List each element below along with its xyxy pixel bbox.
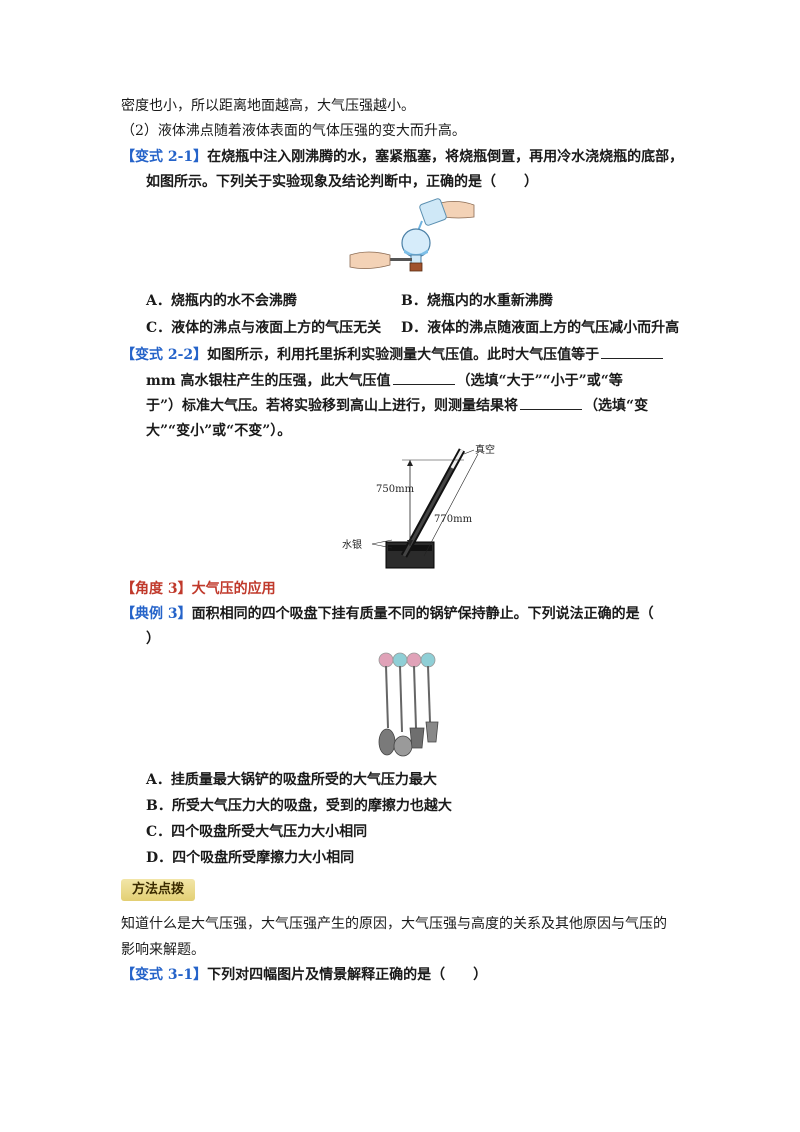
question-text: （选填“大于”“小于”或“等	[456, 373, 623, 389]
method-badge: 方法点拨	[121, 879, 195, 901]
option-d: D．液体的沸点随液面上方的气压减小而升高	[401, 320, 680, 336]
option-c: C．液体的沸点与液面上方的气压无关	[146, 320, 382, 336]
answer-blank[interactable]	[392, 370, 455, 385]
label-750mm: 750mm	[376, 484, 415, 495]
method-text-2: 影响来解题。	[121, 942, 205, 958]
question-2-1-line-2: 如图所示。下列关于实验现象及结论判断中，正确的是（ ）	[146, 174, 538, 190]
question-tag: 【变式 2-2】	[121, 347, 208, 363]
example-3: 【典例 3】面积相同的四个吸盘下挂有质量不同的锅铲保持静止。下列说法正确的是（	[121, 604, 654, 624]
question-text: 下列对四幅图片及情景解释正确的是（ ）	[207, 967, 488, 983]
question-2-2-line-2: mm 高水银柱产生的压强，此大气压值 （选填“大于”“小于”或“等	[146, 370, 623, 391]
question-3-1: 【变式 3-1】下列对四幅图片及情景解释正确的是（ ）	[121, 965, 487, 985]
flask-figure	[349, 198, 475, 272]
label-mercury: 水银	[342, 538, 362, 551]
question-text: 在烧瓶中注入刚沸腾的水，塞紧瓶塞，将烧瓶倒置，再用冷水浇烧瓶的底部，	[207, 149, 684, 165]
question-2-1: 【变式 2-1】在烧瓶中注入刚沸腾的水，塞紧瓶塞，将烧瓶倒置，再用冷水浇烧瓶的底…	[121, 147, 683, 167]
label-vacuum: 真空	[475, 443, 495, 456]
question-text: 如图所示，利用托里拆利实验测量大气压值。此时大气压值等于	[207, 347, 600, 363]
question-text: mm 高水银柱产生的压强，此大气压值	[146, 373, 391, 389]
question-text: 面积相同的四个吸盘下挂有质量不同的锅铲保持静止。下列说法正确的是（	[191, 606, 654, 622]
section-angle-3: 【角度 3】大气压的应用	[121, 579, 276, 599]
question-2-2: 【变式 2-2】如图所示，利用托里拆利实验测量大气压值。此时大气压值等于	[121, 344, 665, 365]
option-a: A．挂质量最大锅铲的吸盘所受的大气压力最大	[146, 772, 437, 788]
question-2-2-line-4: 大”“变小”或“不变”）。	[146, 423, 292, 439]
option-d: D．四个吸盘所受摩擦力大小相同	[146, 850, 355, 866]
answer-blank[interactable]	[601, 344, 664, 359]
question-tag: 【变式 2-1】	[121, 149, 208, 165]
method-text-1: 知道什么是大气压强，大气压强产生的原因，大气压强与高度的关系及其他原因与气压的	[121, 916, 667, 932]
question-text: （选填“变	[584, 398, 649, 414]
answer-blank[interactable]	[520, 395, 583, 410]
intro-line-1: 密度也小，所以距离地面越高，大气压强越小。	[121, 98, 415, 114]
option-b: B．烧瓶内的水重新沸腾	[401, 293, 553, 309]
section-title: 大气压的应用	[191, 581, 276, 597]
torricelli-figure: 真空 750mm 770mm 水银	[342, 443, 495, 569]
option-b: B．所受大气压力大的吸盘，受到的摩擦力也越大	[146, 798, 452, 814]
utensils-figure	[378, 652, 439, 757]
question-2-2-line-3: 于”）标准大气压。若将实验移到高山上进行，则测量结果将 （选填“变	[146, 395, 648, 416]
example-3-line-2: ）	[146, 631, 160, 647]
question-text: 于”）标准大气压。若将实验移到高山上进行，则测量结果将	[146, 398, 519, 414]
option-c: C．四个吸盘所受大气压力大小相同	[146, 824, 368, 840]
question-tag: 【变式 3-1】	[121, 967, 208, 983]
section-tag: 【角度 3】	[121, 581, 192, 597]
question-tag: 【典例 3】	[121, 606, 192, 622]
label-770mm: 770mm	[434, 514, 473, 525]
intro-line-2: （2）液体沸点随着液体表面的气体压强的变大而升高。	[121, 123, 466, 139]
option-a: A．烧瓶内的水不会沸腾	[146, 293, 297, 309]
